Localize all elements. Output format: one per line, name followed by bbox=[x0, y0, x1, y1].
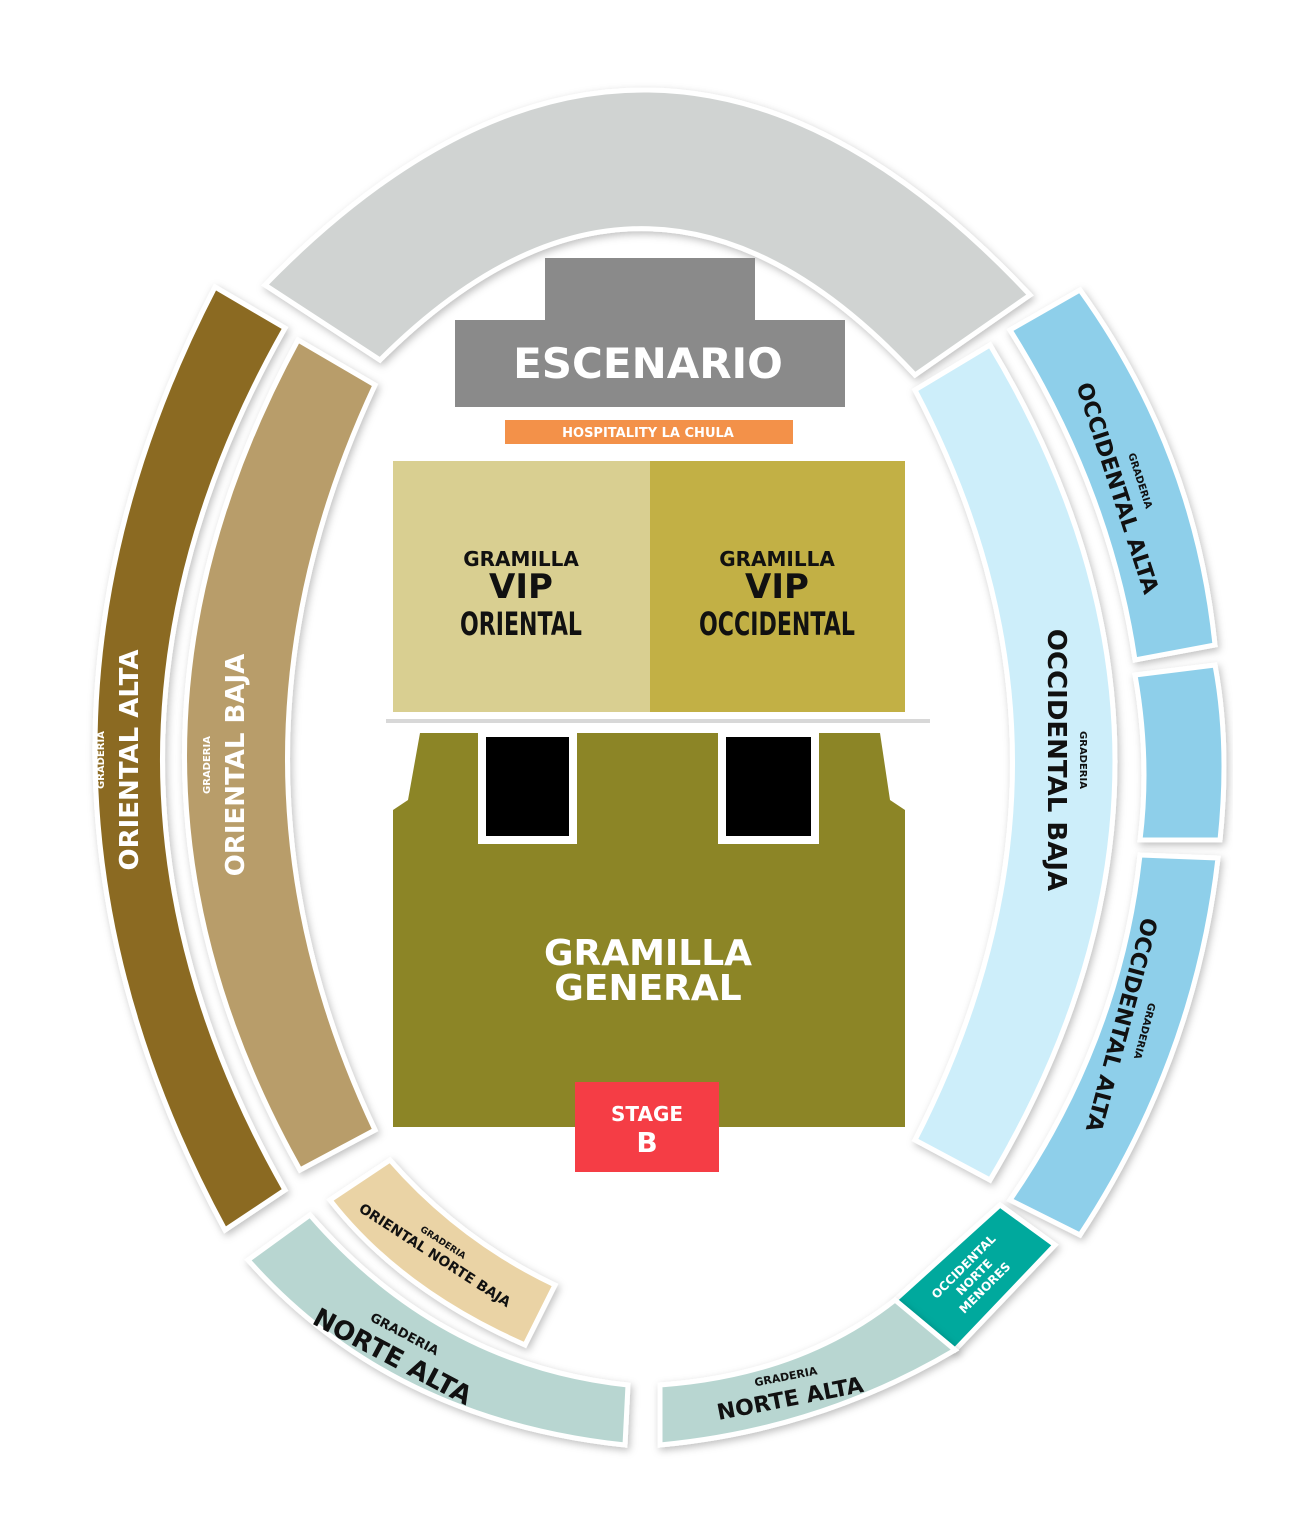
vip-oriental-line2: VIP bbox=[489, 567, 553, 607]
vip-occidental-line1: GRAMILLA bbox=[719, 547, 835, 571]
vip-occidental-line2: VIP bbox=[745, 567, 809, 607]
oriental-alta-graderia: GRADERIA bbox=[96, 731, 107, 789]
section-occidental-alta-top[interactable] bbox=[1006, 286, 1218, 663]
section-oriental-norte-baja[interactable] bbox=[326, 1156, 559, 1349]
stage-b-line2: B bbox=[636, 1126, 657, 1159]
vip-oriental-line3: ORIENTAL bbox=[460, 605, 582, 643]
hospitality-label: HOSPITALITY LA CHULA bbox=[562, 426, 734, 441]
general-line1: GRAMILLA bbox=[544, 933, 752, 974]
general-line2: GENERAL bbox=[554, 968, 741, 1009]
section-vip-occidental[interactable] bbox=[650, 461, 905, 712]
tower-right bbox=[718, 729, 819, 844]
section-occidental-alta-middle[interactable] bbox=[1132, 662, 1227, 843]
section-stage-b[interactable] bbox=[575, 1082, 719, 1172]
section-oriental-alta[interactable] bbox=[92, 283, 289, 1234]
oriental-baja-label: ORIENTAL BAJA bbox=[221, 654, 251, 877]
section-gramilla-general[interactable] bbox=[393, 733, 905, 1127]
section-norte-alta-right[interactable] bbox=[657, 1296, 960, 1448]
oriental-alta-label: ORIENTAL ALTA bbox=[115, 650, 145, 871]
oriental-baja-graderia: GRADERIA bbox=[202, 736, 213, 794]
section-hospitality[interactable] bbox=[505, 420, 793, 444]
section-norte-alta-left[interactable] bbox=[244, 1211, 631, 1448]
section-top-stand[interactable] bbox=[261, 87, 1034, 379]
section-occidental-baja[interactable] bbox=[911, 341, 1118, 1184]
stage bbox=[455, 258, 845, 407]
stage-label: ESCENARIO bbox=[513, 339, 783, 388]
tower-left bbox=[478, 729, 577, 844]
section-oriental-baja[interactable] bbox=[182, 336, 379, 1174]
vip-oriental-line1: GRAMILLA bbox=[463, 547, 579, 571]
vip-occidental-line3: OCCIDENTAL bbox=[699, 605, 855, 643]
section-occidental-alta-bottom[interactable] bbox=[1006, 852, 1221, 1239]
section-vip-oriental[interactable] bbox=[393, 461, 650, 712]
occidental-baja-graderia: GRADERIA bbox=[1077, 731, 1088, 789]
occidental-baja-label: OCCIDENTAL BAJA bbox=[1041, 629, 1071, 891]
stage-b-line1: STAGE bbox=[611, 1102, 683, 1126]
